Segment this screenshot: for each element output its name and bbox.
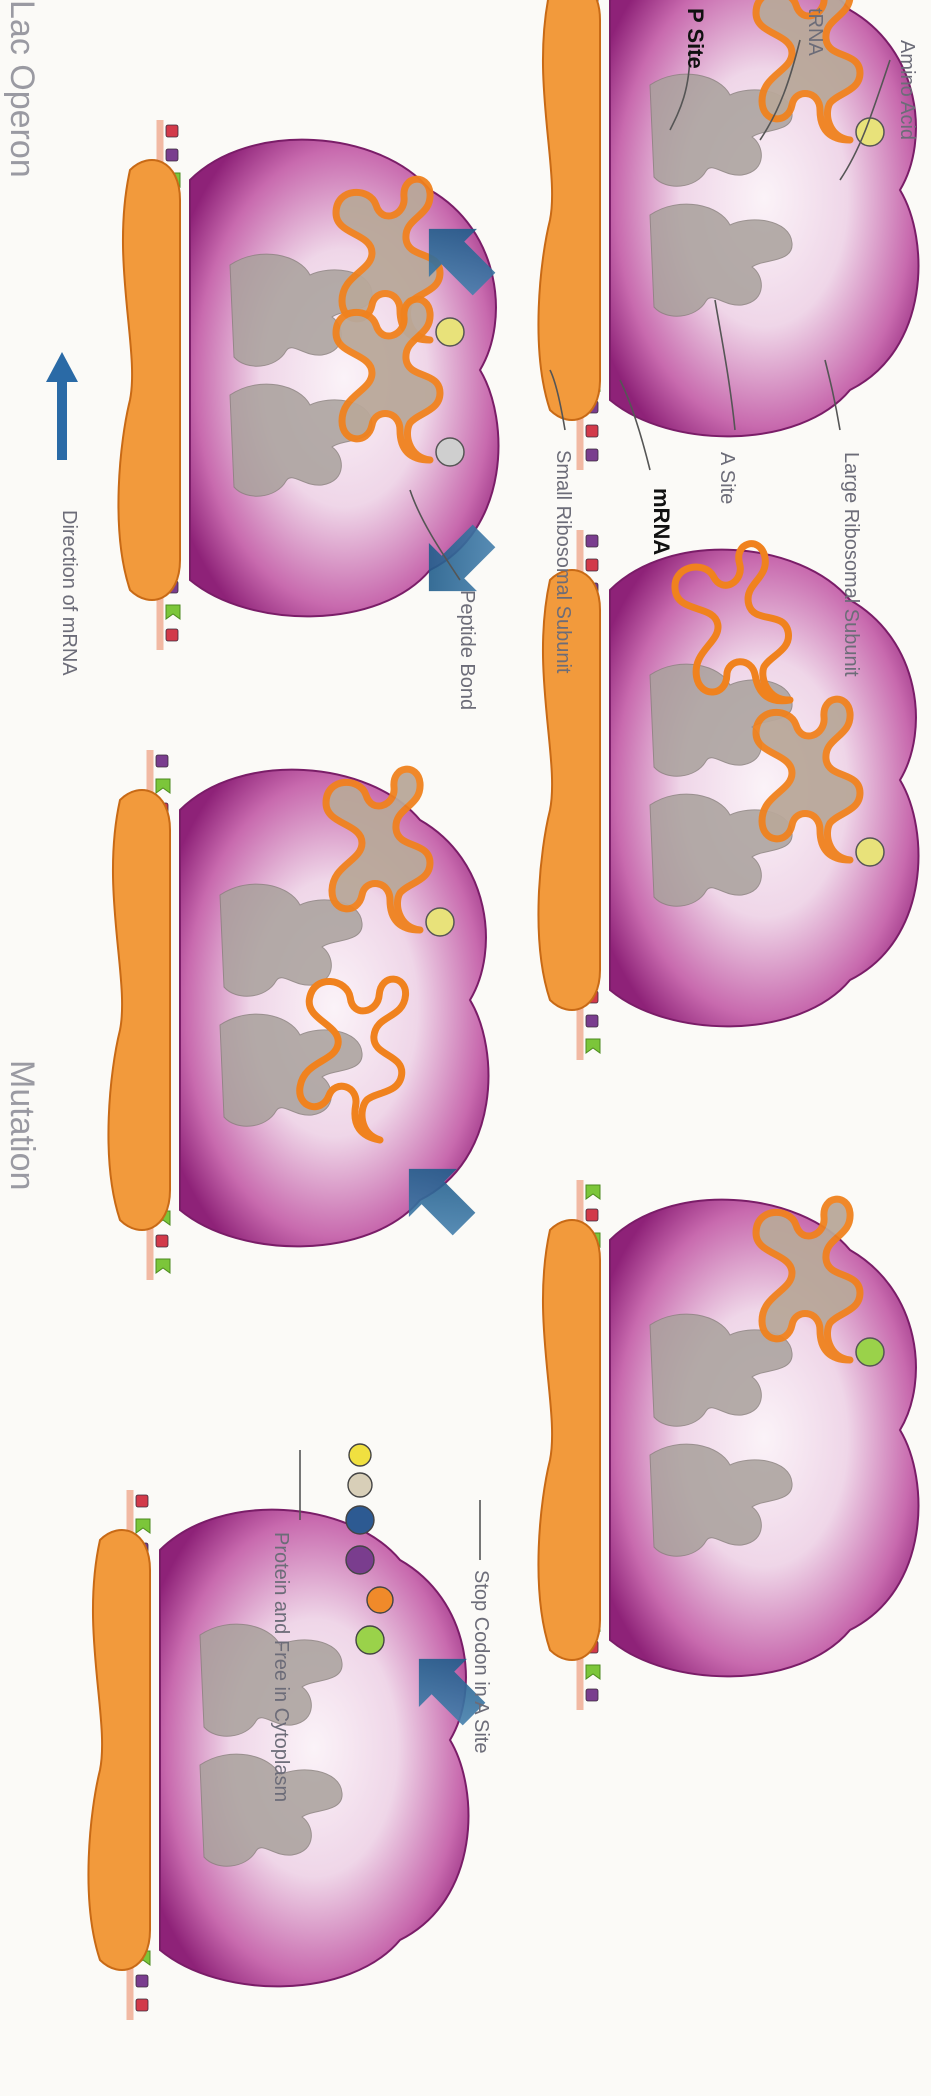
label-direction: Direction of mRNA [58, 510, 80, 676]
large-ribosomal-subunit [160, 1510, 468, 1987]
codon-base [156, 779, 170, 793]
label-mutation: Mutation [4, 1060, 40, 1190]
amino-acid [436, 318, 464, 346]
codon-base [156, 1235, 168, 1247]
codon-base [136, 1495, 148, 1507]
amino-acid-bead [346, 1546, 374, 1574]
codon-base [156, 1259, 170, 1273]
scene-stop-codon [538, 1098, 931, 1710]
arrow-shaft [57, 380, 67, 460]
label-protein-free: Protein and Free in Cytoplasm [270, 1532, 292, 1802]
label-trna: tRNA [804, 8, 826, 56]
codon-base [586, 535, 598, 547]
codon-base [586, 1665, 600, 1679]
label-p-site: P Site [684, 8, 706, 69]
codon-base [166, 629, 178, 641]
amino-acid [856, 1338, 884, 1366]
codon-base [586, 1689, 598, 1701]
amino-acid-bead [349, 1444, 371, 1466]
large-ribosomal-subunit [610, 550, 918, 1027]
amino-acid-bead [346, 1506, 374, 1534]
label-lac-operon: Lac Operon [4, 0, 40, 178]
codon-base [166, 125, 178, 137]
small-ribosomal-subunit [108, 790, 170, 1230]
label-mrna: mRNA [650, 488, 672, 555]
codon-base [586, 1015, 598, 1027]
label-stop-codon: Stop Codon in A Site [470, 1570, 492, 1753]
amino-acid [426, 908, 454, 936]
codon-base [136, 1519, 150, 1533]
label-small-subunit: Small Ribosomal Subunit [552, 450, 574, 673]
codon-base [586, 1209, 598, 1221]
mrna-direction-arrow [46, 352, 78, 460]
arrow-head [46, 352, 78, 382]
codon-base [166, 149, 178, 161]
small-ribosomal-subunit [88, 1530, 150, 1970]
amino-acid [856, 838, 884, 866]
label-large-subunit: Large Ribosomal Subunit [840, 452, 862, 677]
small-ribosomal-subunit [538, 1220, 600, 1660]
small-ribosomal-subunit [538, 0, 600, 420]
codon-base [156, 755, 168, 767]
large-ribosomal-subunit [610, 1200, 918, 1677]
scene-initiation [538, 0, 918, 470]
small-ribosomal-subunit [118, 160, 180, 600]
amino-acid-bead [356, 1626, 384, 1654]
codon-base [586, 1039, 600, 1053]
amino-acid-bead [348, 1473, 372, 1497]
codon-base [586, 425, 598, 437]
codon-base [586, 559, 598, 571]
label-a-site: A Site [716, 452, 738, 504]
label-peptide-bond: Peptide Bond [456, 590, 478, 710]
label-amino-acid: Amino Acid [896, 40, 918, 130]
amino-acid [436, 438, 464, 466]
codon-base [136, 1975, 148, 1987]
codon-base [586, 449, 598, 461]
amino-acid-bead [367, 1587, 393, 1613]
codon-base [136, 1999, 148, 2011]
codon-base [586, 1185, 600, 1199]
codon-base [166, 605, 180, 619]
